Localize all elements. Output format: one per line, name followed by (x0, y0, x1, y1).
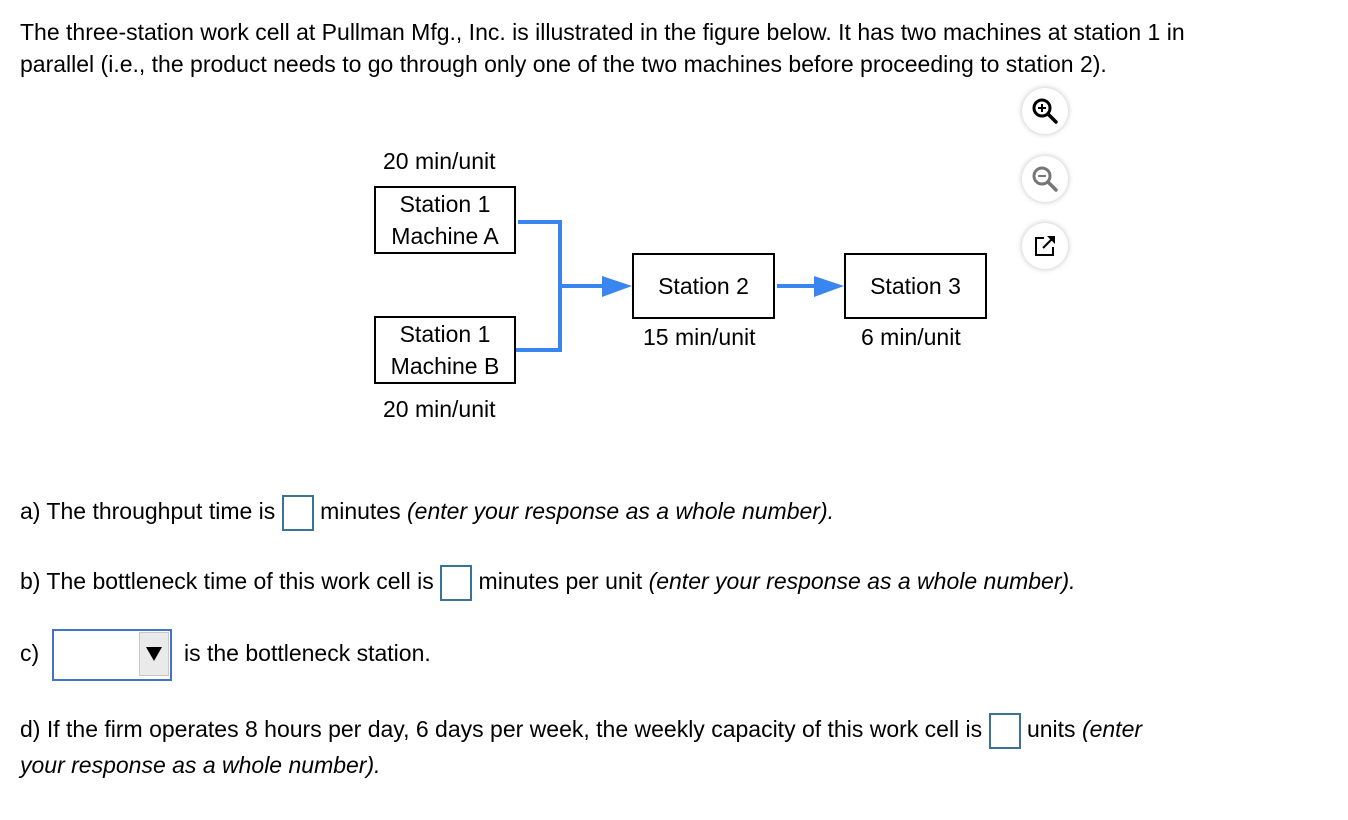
throughput-time-input[interactable] (281, 494, 314, 531)
question-d-hint-2: your response as a whole number). (20, 752, 381, 778)
open-external-button[interactable] (1022, 223, 1068, 269)
chevron-down-icon (146, 647, 162, 661)
station-1-machine-b-box: Station 1 Machine B (374, 316, 516, 384)
weekly-capacity-input[interactable] (988, 712, 1021, 749)
problem-statement: The three-station work cell at Pullman M… (20, 16, 1340, 80)
bottleneck-time-input[interactable] (440, 564, 473, 601)
question-c-prefix: c) (20, 640, 40, 666)
question-d: d) If the firm operates 8 hours per day,… (20, 711, 1142, 749)
station-1-machine-a-box: Station 1 Machine A (374, 186, 516, 254)
question-d-suffix: units (1026, 716, 1076, 742)
station-3-label: Station 3 (870, 273, 961, 299)
question-b: b) The bottleneck time of this work cell… (20, 563, 1076, 601)
question-a-suffix: minutes (320, 498, 401, 524)
machine-b-label: Machine B (390, 353, 500, 379)
machine-b-time: 20 min/unit (383, 396, 496, 422)
zoom-in-icon (1032, 98, 1058, 124)
question-d-prefix: d) If the firm operates 8 hours per day,… (20, 716, 983, 742)
dropdown-arrow-button[interactable] (139, 632, 169, 676)
zoom-out-button[interactable] (1022, 156, 1068, 202)
question-a-hint: (enter your response as a whole number). (407, 498, 834, 524)
station-2-time: 15 min/unit (643, 324, 756, 350)
machine-a-label: Machine A (391, 223, 499, 249)
machine-a-time: 20 min/unit (383, 148, 496, 174)
station-2-box: Station 2 (632, 253, 775, 319)
zoom-in-button[interactable] (1022, 88, 1068, 134)
question-a-prefix: a) The throughput time is (20, 498, 276, 524)
station-2-label: Station 2 (658, 273, 749, 299)
bottleneck-station-select[interactable] (52, 629, 172, 681)
intro-line-2: parallel (i.e., the product needs to go … (20, 51, 1107, 77)
question-b-prefix: b) The bottleneck time of this work cell… (20, 568, 434, 594)
question-d-hint-1: (enter (1081, 716, 1143, 742)
machine-a-station-label: Station 1 (399, 191, 491, 217)
question-a: a) The throughput time is minutes (enter… (20, 493, 834, 531)
zoom-out-icon (1032, 166, 1058, 192)
question-b-suffix: minutes per unit (478, 568, 643, 594)
question-b-hint: (enter your response as a whole number). (648, 568, 1076, 594)
question-c-suffix: is the bottleneck station. (184, 640, 431, 666)
question-d-hint-line-2: your response as a whole number). (20, 752, 381, 779)
external-link-icon (1035, 236, 1055, 256)
machine-b-station-label: Station 1 (399, 321, 491, 347)
station-3-box: Station 3 (844, 253, 987, 319)
station-3-time: 6 min/unit (861, 324, 961, 350)
intro-line-1: The three-station work cell at Pullman M… (20, 19, 1185, 45)
